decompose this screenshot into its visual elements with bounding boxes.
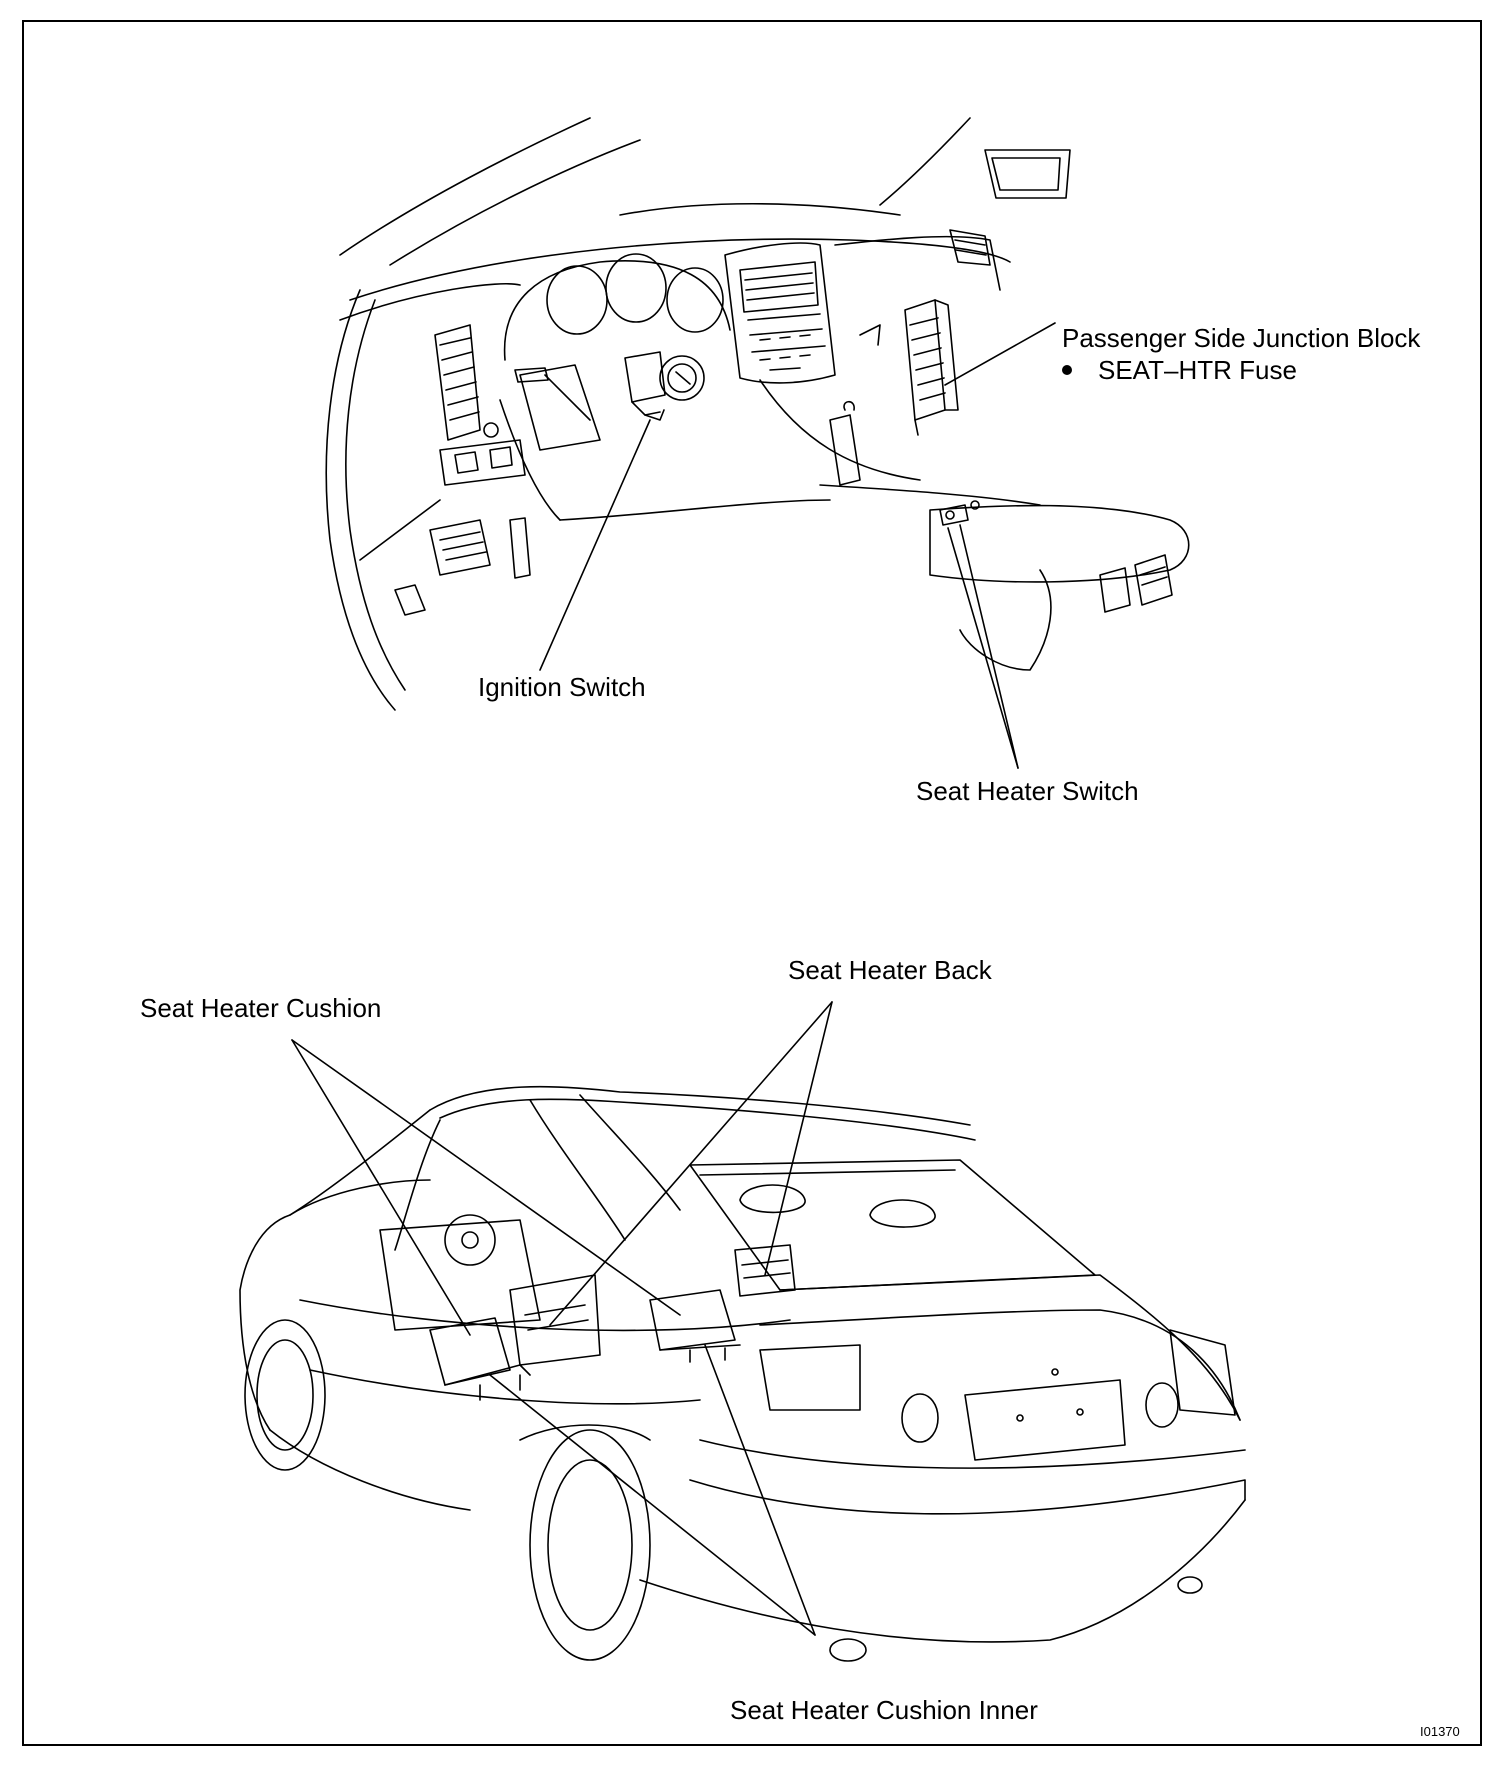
- ignition-switch-leader: [539, 419, 651, 671]
- ignition-switch-icon: [624, 351, 705, 421]
- dashboard-illustration: [325, 117, 1190, 769]
- junction-block-leader: [944, 322, 1056, 386]
- fuse-line: SEAT–HTR Fuse: [1062, 355, 1297, 385]
- junction-block-icon: [904, 299, 959, 436]
- back-leader-2: [764, 1001, 833, 1276]
- ignition-switch-label: Ignition Switch: [478, 672, 646, 702]
- cushion-inner-leader-2: [704, 1344, 816, 1636]
- car-illustration: [239, 1001, 1246, 1662]
- seat-heater-back-label: Seat Heater Back: [788, 955, 992, 985]
- figure-id: I01370: [1420, 1724, 1460, 1739]
- seat-heater-switch-icon: [939, 500, 980, 526]
- front-seat-heater-icon: [429, 1274, 601, 1401]
- seat-heater-cushion-inner-label: Seat Heater Cushion Inner: [730, 1695, 1038, 1725]
- cushion-inner-leader-1: [489, 1374, 816, 1636]
- cushion-leader-2: [291, 1039, 681, 1316]
- diagram-frame: [22, 20, 1482, 1746]
- rear-seat-heater-icon: [649, 1244, 796, 1363]
- junction-block-label: Passenger Side Junction Block: [1062, 323, 1421, 353]
- bullet-icon: [1062, 365, 1072, 376]
- fuse-label: SEAT–HTR Fuse: [1098, 355, 1297, 385]
- seat-heater-switch-label: Seat Heater Switch: [916, 776, 1139, 806]
- seat-heater-switch-leader-1: [959, 524, 1019, 769]
- seat-heater-cushion-label: Seat Heater Cushion: [140, 993, 382, 1023]
- cushion-leader-1: [291, 1039, 471, 1336]
- back-leader-1: [549, 1001, 833, 1326]
- seat-heater-switch-leader-2: [947, 527, 1019, 769]
